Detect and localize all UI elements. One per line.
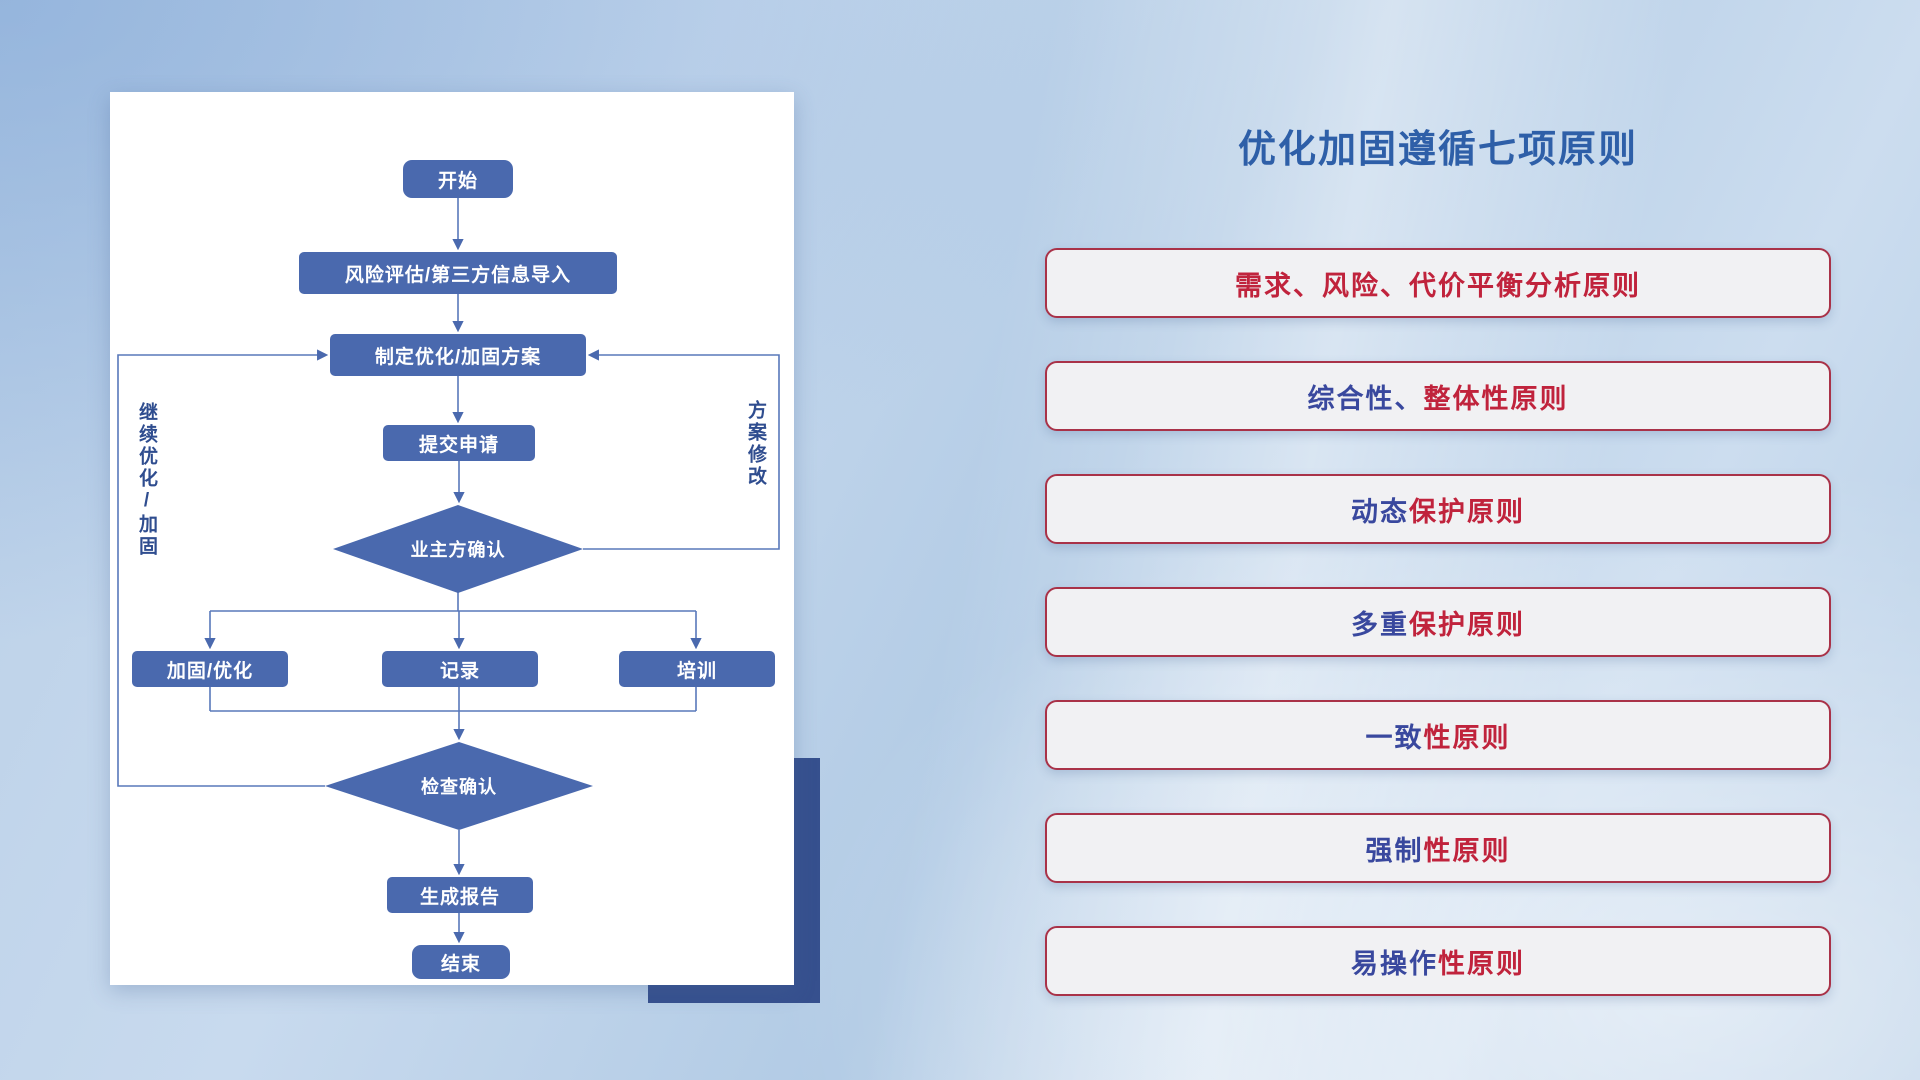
principle-text-lead: 一致 (1365, 722, 1424, 753)
flow-node-risk-import: 风险评估/第三方信息导入 (299, 252, 617, 294)
principle-item-4: 多重保护原则 (1045, 587, 1831, 657)
principle-item-3: 动态保护原则 (1045, 474, 1831, 544)
flow-node-report: 生成报告 (387, 877, 533, 913)
principle-text-lead: 动态 (1351, 496, 1409, 527)
principle-text-tail: 性原则 (1423, 835, 1511, 866)
loop-label-continue-optimize: 继续优化/加固 (136, 402, 157, 558)
flow-node-training: 培训 (619, 651, 775, 687)
flow-node-harden: 加固/优化 (132, 651, 288, 687)
flow-node-end: 结束 (412, 945, 510, 979)
flow-node-make-plan: 制定优化/加固方案 (330, 334, 586, 376)
principle-item-5: 一致性原则 (1045, 700, 1831, 770)
principle-item-6: 强制性原则 (1045, 813, 1831, 883)
flow-node-start: 开始 (403, 160, 513, 198)
principles-list: 需求、风险、代价平衡分析原则 综合性、整体性原则 动态保护原则 多重保护原则 一… (1045, 248, 1831, 1039)
principle-text-lead: 综合性、 (1307, 383, 1424, 414)
principle-text-tail: 性原则 (1438, 948, 1525, 979)
principle-text-tail: 保护原则 (1409, 496, 1525, 527)
loop-label-plan-revision: 方案修改 (745, 400, 766, 488)
flow-node-submit: 提交申请 (383, 425, 535, 461)
principle-text-tail: 保护原则 (1409, 609, 1525, 640)
flow-node-record: 记录 (382, 651, 538, 687)
principle-text-tail: 需求、风险、代价平衡分析原则 (1235, 270, 1641, 301)
principle-text-tail: 性原则 (1423, 722, 1511, 753)
principle-item-1: 需求、风险、代价平衡分析原则 (1045, 248, 1831, 318)
principle-text-lead: 多重 (1351, 609, 1409, 640)
principle-text-lead: 强制 (1365, 835, 1424, 866)
principle-item-2: 综合性、整体性原则 (1045, 361, 1831, 431)
principle-text-lead: 易操作 (1351, 948, 1438, 979)
principle-text-tail: 整体性原则 (1423, 383, 1569, 414)
page-title: 优化加固遵循七项原则 (1237, 129, 1638, 171)
principle-item-7: 易操作性原则 (1045, 926, 1831, 996)
